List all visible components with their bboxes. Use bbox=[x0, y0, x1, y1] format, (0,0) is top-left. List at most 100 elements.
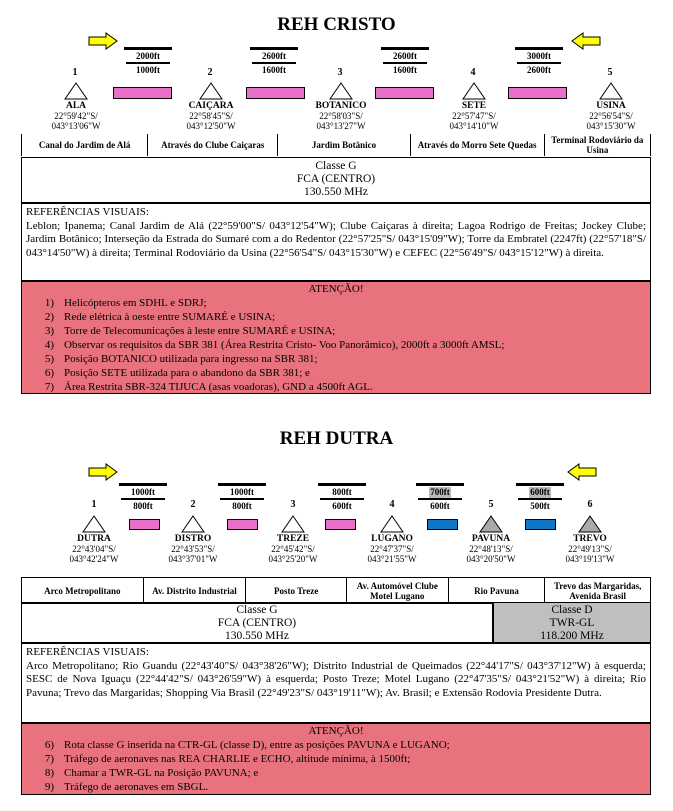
waypoint-name: TREVO bbox=[573, 534, 607, 544]
waypoint-name: ALA bbox=[65, 101, 87, 111]
attention-item: 8)Chamar a TWR-GL na Posição PAVUNA; e bbox=[44, 767, 259, 779]
airspace-frequency: 130.550 MHz bbox=[304, 186, 368, 198]
triangle-waypoint-icon bbox=[462, 82, 486, 100]
altitude-lower: 600ft bbox=[332, 501, 352, 511]
waypoint-name: LUGANO bbox=[371, 534, 413, 544]
route-segment bbox=[227, 519, 258, 530]
waypoint-name: BOTANICO bbox=[315, 101, 367, 111]
waypoint-number: 5 bbox=[607, 67, 613, 78]
attention-item: 3)Torre de Telecomunicações à leste entr… bbox=[44, 325, 336, 337]
waypoint-lon: 043°15'30"W bbox=[586, 121, 636, 131]
waypoint-lat: 22°58'45"S/ bbox=[189, 111, 233, 121]
altitude-lower: 1600ft bbox=[393, 65, 417, 75]
altitude-lower: 800ft bbox=[232, 501, 252, 511]
altitude-upper: 700ft bbox=[429, 486, 451, 498]
route-segment bbox=[508, 87, 567, 99]
segment-label: Posto Treze bbox=[246, 578, 347, 603]
waypoint-number: 2 bbox=[207, 67, 213, 78]
waypoint: TREVO 22°49'13"S/ 043°19'13"W bbox=[545, 534, 635, 564]
altitude-upper: 3000ft bbox=[527, 50, 551, 61]
attention-box: ATENÇÃO! 6)Rota classe G inserida na CTR… bbox=[21, 723, 651, 795]
waypoint: PAVUNA 22°48'13"S/ 043°20'50"W bbox=[446, 534, 536, 564]
route-segment bbox=[113, 87, 172, 99]
route-segment-class-d bbox=[427, 519, 458, 530]
visual-references-text: Arco Metropolitano; Rio Guandu (22°43'40… bbox=[26, 659, 646, 699]
waypoint-lat: 22°49'13"S/ bbox=[568, 544, 612, 554]
airspace-class: Classe G bbox=[315, 160, 357, 172]
attention-item: 5)Posição BOTANICO utilizada para ingres… bbox=[44, 353, 318, 365]
waypoint: DUTRA 22°43'04"S/ 043°42'24"W bbox=[49, 534, 139, 564]
attention-title: ATENÇÃO! bbox=[308, 283, 364, 295]
waypoint-number: 3 bbox=[290, 499, 296, 510]
triangle-waypoint-icon bbox=[82, 515, 106, 533]
altitude-upper: 2000ft bbox=[136, 50, 160, 61]
altitude-lower: 500ft bbox=[530, 501, 550, 511]
visual-references: REFERÊNCIAS VISUAIS: Arco Metropolitano;… bbox=[21, 643, 651, 723]
attention-title: ATENÇÃO! bbox=[308, 725, 364, 737]
waypoint: SETE 22°57'47"S/ 043°14'10"W bbox=[429, 101, 519, 131]
waypoint-lon: 043°37'01"W bbox=[168, 554, 218, 564]
altitude-block: 3000ft 2600ft bbox=[515, 47, 563, 76]
airspace-frequency: 130.550 MHz bbox=[225, 630, 289, 642]
route-segment-class-d bbox=[525, 519, 556, 530]
waypoint-lat: 22°43'04"S/ bbox=[72, 544, 116, 554]
altitude-block: 600ft 500ft bbox=[516, 483, 564, 512]
visual-references-title: REFERÊNCIAS VISUAIS: bbox=[26, 206, 149, 218]
waypoint-lat: 22°45'42"S/ bbox=[271, 544, 315, 554]
altitude-lower: 600ft bbox=[430, 501, 450, 511]
waypoint-name: PAVUNA bbox=[471, 534, 511, 544]
segment-label: Rio Pavuna bbox=[449, 578, 546, 603]
altitude-upper: 2600ft bbox=[393, 50, 417, 61]
waypoint-number: 4 bbox=[389, 499, 395, 510]
attention-item: 1)Helicópteros em SDHL e SDRJ; bbox=[44, 297, 207, 309]
attention-list: 1)Helicópteros em SDHL e SDRJ; 2)Rede el… bbox=[22, 296, 650, 394]
waypoint-lon: 043°13'06"W bbox=[51, 121, 101, 131]
waypoint-name: USINA bbox=[596, 101, 626, 111]
waypoint: USINA 22°56'54"S/ 043°15'30"W bbox=[566, 101, 656, 131]
airspace-frequency: 118.200 MHz bbox=[540, 630, 604, 642]
cristo-title: REH CRISTO bbox=[277, 14, 396, 35]
waypoint-lon: 043°42'24"W bbox=[69, 554, 119, 564]
triangle-waypoint-icon bbox=[64, 82, 88, 100]
airspace-class: Classe G bbox=[236, 604, 278, 616]
attention-list: 6)Rota classe G inserida na CTR-GL (clas… bbox=[22, 738, 650, 794]
segment-label: Canal do Jardim de Alá bbox=[22, 134, 149, 156]
segment-label: Através do Morro Sete Quedas bbox=[411, 134, 545, 156]
airspace-class-d-box: Classe D TWR-GL 118.200 MHz bbox=[493, 602, 651, 643]
waypoint-lat: 22°58'03"S/ bbox=[319, 111, 363, 121]
waypoint-lat: 22°48'13"S/ bbox=[469, 544, 513, 554]
waypoint: DISTRO 22°43'53"S/ 043°37'01"W bbox=[148, 534, 238, 564]
waypoint: LUGANO 22°47'37"S/ 043°21'55"W bbox=[347, 534, 437, 564]
waypoint: CAIÇARA 22°58'45"S/ 043°12'50"W bbox=[166, 101, 256, 131]
waypoint-lat: 22°57'47"S/ bbox=[452, 111, 496, 121]
waypoint-lon: 043°20'50"W bbox=[466, 554, 516, 564]
waypoint-name: SETE bbox=[461, 101, 487, 111]
arrow-left-icon bbox=[571, 32, 601, 50]
airspace-unit: TWR-GL bbox=[549, 617, 595, 629]
segment-labels-row: Arco Metropolitano Av. Distrito Industri… bbox=[21, 577, 651, 604]
waypoint-lat: 22°43'53"S/ bbox=[171, 544, 215, 554]
waypoint-number: 6 bbox=[587, 499, 593, 510]
attention-item: 7)Área Restrita SBR-324 TIJUCA (asas voa… bbox=[44, 381, 373, 393]
altitude-upper: 1000ft bbox=[131, 486, 155, 497]
route-segment bbox=[325, 519, 356, 530]
altitude-block: 700ft 600ft bbox=[416, 483, 464, 512]
attention-item: 7)Tráfego de aeronaves nas REA CHARLIE e… bbox=[44, 753, 411, 765]
waypoint-name: DISTRO bbox=[174, 534, 212, 544]
waypoint-number: 1 bbox=[72, 67, 78, 78]
altitude-block: 800ft 600ft bbox=[318, 483, 366, 512]
attention-item: 6)Posição SETE utilizada para o abandono… bbox=[44, 367, 310, 379]
altitude-upper: 1000ft bbox=[230, 486, 254, 497]
altitude-block: 1000ft 800ft bbox=[119, 483, 167, 512]
waypoint-lon: 043°12'50"W bbox=[186, 121, 236, 131]
waypoint-lon: 043°25'20"W bbox=[268, 554, 318, 564]
segment-label: Av. Automóvel Clube Motel Lugano bbox=[347, 578, 449, 603]
waypoint-lat: 22°56'54"S/ bbox=[589, 111, 633, 121]
visual-references-title: REFERÊNCIAS VISUAIS: bbox=[26, 646, 149, 658]
arrow-right-icon bbox=[88, 32, 118, 50]
waypoint-lat: 22°47'37"S/ bbox=[370, 544, 414, 554]
altitude-upper: 800ft bbox=[332, 486, 352, 497]
triangle-waypoint-icon bbox=[281, 515, 305, 533]
visual-references-text: Leblon; Ipanema; Canal Jardim de Alá (22… bbox=[26, 219, 646, 259]
attention-item: 9)Tráfego de aeronaves em SBGL. bbox=[44, 781, 209, 793]
